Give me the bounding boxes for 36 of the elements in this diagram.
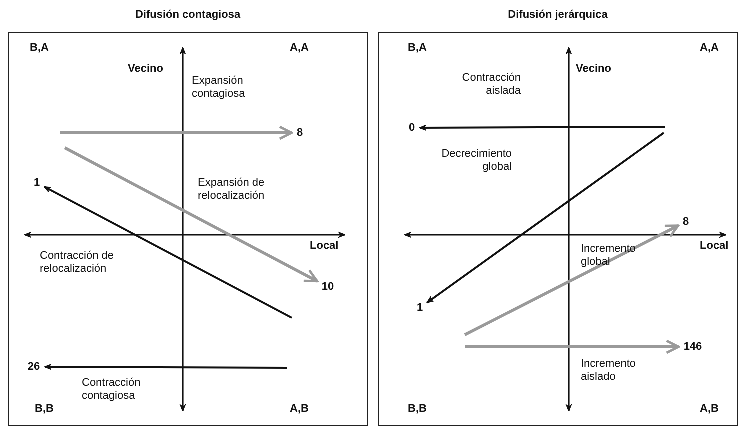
panel-title: Difusión jerárquica	[507, 8, 609, 22]
arrow	[464, 224, 680, 336]
arrow	[419, 124, 665, 132]
quadrant-label: B,A	[408, 42, 427, 55]
end-value: 26	[26, 360, 42, 374]
arrow	[44, 364, 287, 370]
arrow	[60, 126, 294, 140]
process-label: Contracción aislada	[461, 72, 521, 98]
quadrant-label: A,A	[290, 42, 309, 55]
arrow	[44, 186, 292, 319]
panel-title: Difusión contagiosa	[134, 8, 242, 22]
process-label: Expansión contagiosa	[192, 75, 246, 101]
process-label: Decrecimiento global	[440, 148, 512, 174]
axis-label: Vecino	[576, 63, 612, 76]
quadrant-label: A,B	[700, 403, 719, 416]
end-value: 0	[408, 122, 416, 134]
arrow	[426, 132, 665, 304]
end-value: 8	[682, 216, 690, 228]
quadrant-label: B,A	[30, 42, 49, 55]
arrow	[465, 340, 680, 354]
process-label: Incremento global	[581, 243, 638, 269]
process-label: Expansión de relocalización	[198, 177, 266, 203]
axis-label: Vecino	[128, 63, 164, 76]
end-value: 8	[296, 126, 304, 140]
axis-label: Local	[310, 240, 339, 253]
process-label: Contracción de relocalización	[40, 250, 115, 276]
axis-label: Local	[700, 240, 729, 253]
process-label: Contracción contagiosa	[82, 377, 142, 403]
quadrant-label: B,B	[35, 403, 54, 416]
end-value: 10	[320, 280, 336, 294]
arrow	[64, 146, 319, 283]
end-value: 146	[682, 340, 704, 354]
process-label: Incremento aislado	[581, 358, 638, 384]
quadrant-label: A,A	[700, 42, 719, 55]
quadrant-label: B,B	[408, 403, 427, 416]
quadrant-label: A,B	[290, 403, 309, 416]
